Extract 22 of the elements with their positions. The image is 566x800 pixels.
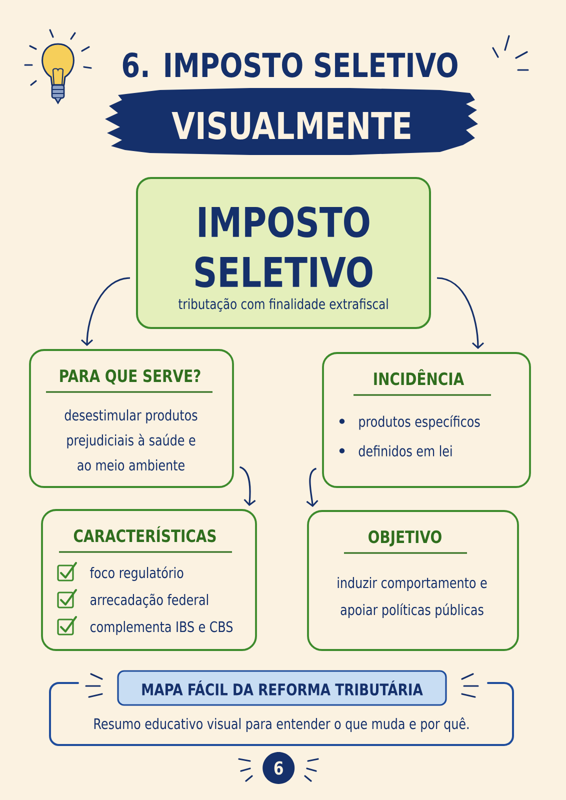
title-label: MAPA FÁCIL DA REFORMA TRIBUTÁRIA: [117, 670, 447, 706]
arrow: [436, 277, 484, 350]
card-heading: OBJETIVO: [368, 530, 442, 546]
list-item: arrecadação federal: [90, 594, 208, 608]
card-heading: PARA QUE SERVE?: [60, 369, 200, 384]
summary-text: Resumo educativo visual para entender o que muda e por quê.: [94, 717, 469, 732]
arrow: [80, 277, 130, 346]
card-text: induzir comportamento e apoiar políticas públicas: [338, 576, 487, 618]
page-number: 6: [262, 752, 295, 784]
list-item: definidos em lei: [358, 445, 452, 456]
arrow: [306, 468, 318, 508]
arrow: [239, 466, 256, 506]
list-item: foco regulatório: [90, 566, 184, 581]
card-text: desestimular produtos prejudiciais à saúde e ao meio ambiente: [64, 409, 198, 471]
brush-banner: VISUALMENTE: [105, 88, 478, 155]
card-heading: CARACTERÍSTICAS: [74, 526, 216, 542]
title: 6. IMPOSTO SELETIVO: [122, 52, 458, 78]
subtitle: tributação com finalidade extrafiscal: [178, 298, 388, 312]
heading: IMPOSTO SELETIVO: [195, 206, 372, 288]
list-item: produtos específicos: [359, 415, 480, 430]
list-item: complementa IBS e CBS: [90, 620, 233, 635]
card-heading: INCIDÊNCIA: [374, 369, 464, 386]
